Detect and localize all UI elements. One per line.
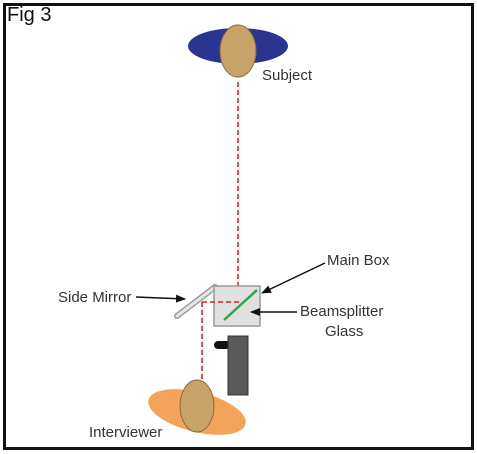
main-box-arrow (261, 262, 326, 294)
subject-label: Subject (262, 67, 313, 84)
beamsplitter-label-line1: Beamsplitter (300, 303, 383, 320)
stand-post (227, 335, 249, 396)
side-mirror-surface (175, 285, 217, 318)
interviewer-label: Interviewer (89, 424, 162, 441)
subject-head (219, 24, 257, 78)
side-mirror-arrow (135, 294, 186, 303)
interviewer-head (179, 379, 215, 433)
beamsplitter-glass (223, 289, 258, 321)
side-mirror-label: Side Mirror (58, 289, 131, 306)
beamsplitter-label-line2: Glass (325, 323, 363, 340)
main-box-label: Main Box (327, 252, 390, 269)
figure-label: Fig 3 (7, 4, 52, 26)
